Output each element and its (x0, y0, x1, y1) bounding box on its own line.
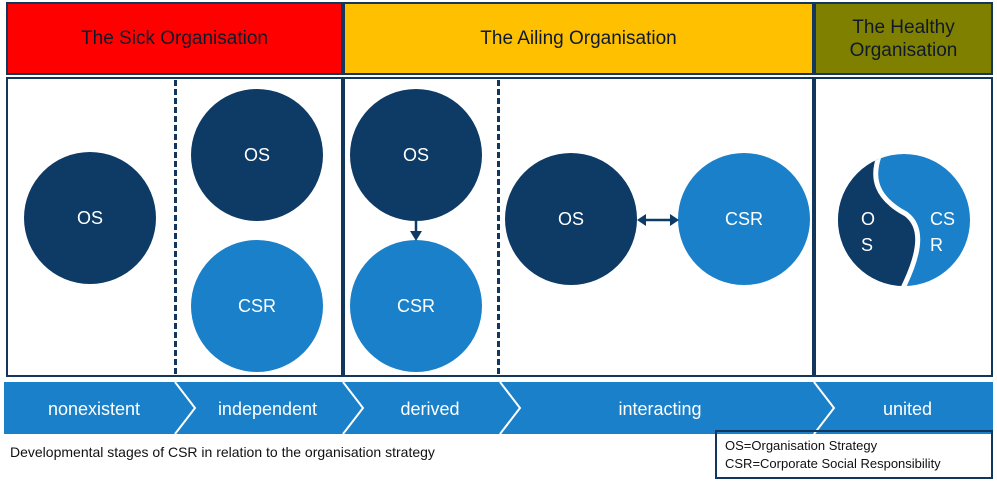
header-sick-organisation: The Sick Organisation (6, 2, 343, 75)
united-circle (838, 154, 970, 286)
os-label: OS (402, 144, 429, 165)
stage-derived: derived (400, 398, 460, 419)
os-circle-independent: OS (191, 89, 323, 221)
os-label: OS (76, 207, 103, 228)
os-circle-nonexistent: OS (24, 152, 156, 284)
legend-csr: CSR=Corporate Social Responsibility (725, 456, 941, 471)
csr-circle-derived: CSR (350, 240, 482, 372)
os-label: OS (557, 208, 584, 229)
os-circle-derived: OS (350, 89, 482, 221)
double-arrow-icon (637, 214, 679, 226)
os-circle-interacting: OS (505, 153, 637, 285)
stage-nonexistent: nonexistent (47, 398, 141, 419)
csr-label: CSR (237, 295, 276, 316)
diagram-caption: Developmental stages of CSR in relation … (10, 444, 435, 460)
header-ailing-label: The Ailing Organisation (480, 28, 677, 49)
csr-label: CSR (724, 208, 763, 229)
csr-circle-independent: CSR (191, 240, 323, 372)
csr-circle-interacting: CSR (678, 153, 810, 285)
header-ailing-organisation: The Ailing Organisation (343, 2, 814, 75)
header-healthy-label: The Healthy Organisation (849, 16, 958, 61)
united-csr-label-bottom: R (930, 235, 943, 255)
united-os-label-top: O (861, 209, 876, 229)
legend-os: OS=Organisation Strategy (725, 438, 878, 453)
stage-united: united (882, 398, 933, 419)
header-sick-label: The Sick Organisation (81, 28, 268, 49)
united-os-label-bottom: S (861, 235, 874, 255)
legend-box: OS=Organisation Strategy CSR=Corporate S… (715, 430, 993, 479)
csr-label: CSR (396, 295, 435, 316)
stage-interacting: interacting (618, 398, 702, 419)
stage-independent: independent (217, 398, 318, 419)
separator-derived-interacting (497, 80, 500, 374)
separator-nonexistent-independent (174, 80, 177, 374)
header-healthy-organisation: The Healthy Organisation (814, 2, 993, 75)
stage-bar (4, 382, 993, 434)
os-label: OS (243, 144, 270, 165)
arrow-down-icon (410, 212, 422, 241)
united-csr-label-top: CS (930, 209, 956, 229)
